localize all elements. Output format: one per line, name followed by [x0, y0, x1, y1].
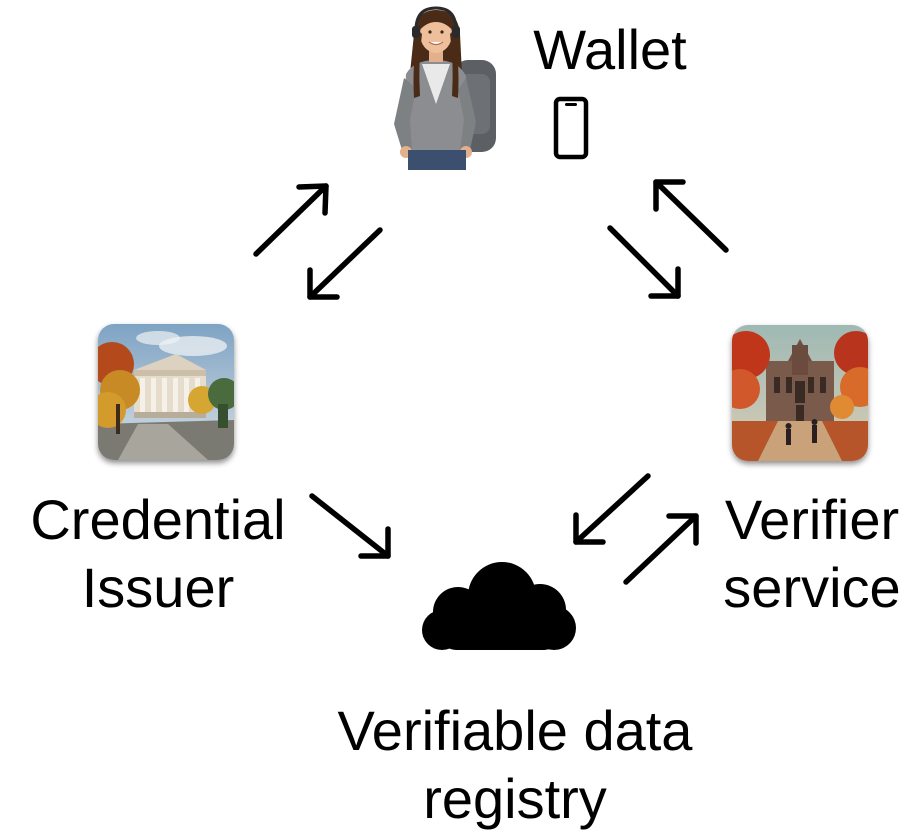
verifier-campus-image — [732, 325, 868, 461]
issuer-building-image — [98, 324, 234, 460]
registry-label-line-1: Verifiable data — [337, 699, 693, 762]
phone-icon — [553, 96, 589, 165]
issuer-label-line-1: Credential — [30, 488, 286, 551]
verifier-service-label: Verifier service — [706, 486, 918, 622]
arrow-registry-to-verifier — [623, 513, 699, 585]
arrow-verifier-to-wallet — [653, 179, 729, 253]
verifier-label-line-2: service — [723, 556, 901, 619]
verifiable-data-registry-label: Verifiable data registry — [300, 697, 730, 833]
wallet-title: Wallet — [533, 18, 687, 81]
arrow-wallet-to-verifier — [607, 225, 681, 299]
wallet-holder-student-image — [384, 4, 504, 170]
verifier-label-line-1: Verifier — [724, 488, 900, 551]
cloud-icon — [418, 558, 580, 657]
issuer-label-line-2: Issuer — [81, 556, 235, 619]
credential-issuer-label: Credential Issuer — [12, 486, 304, 622]
arrow-issuer-to-wallet — [253, 183, 329, 257]
arrow-verifier-to-registry — [573, 473, 651, 545]
arrow-wallet-to-issuer — [307, 227, 383, 300]
registry-label-line-2: registry — [423, 767, 607, 830]
arrow-issuer-to-registry — [309, 493, 391, 559]
